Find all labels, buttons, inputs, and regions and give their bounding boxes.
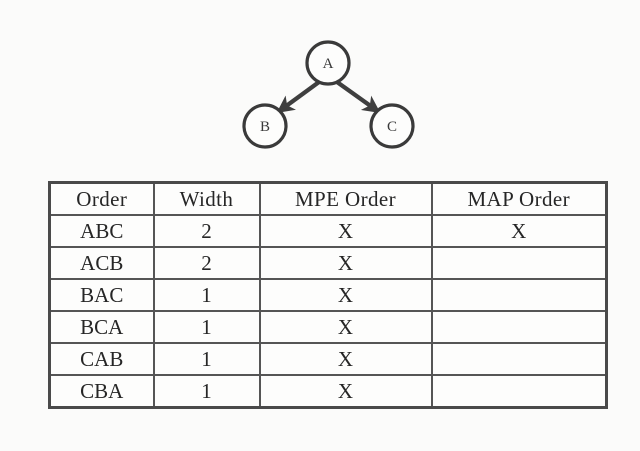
dag-node-a-circle	[305, 40, 351, 86]
cell-map-mark: X	[430, 214, 608, 248]
cell-map-mark	[430, 374, 608, 409]
cell-mpe-mark: X	[258, 214, 433, 248]
dag-figure: A B C	[225, 22, 425, 167]
table-header: Order Width MPE Order MAP Order	[48, 181, 608, 216]
dag-node-b-label: B	[260, 119, 270, 135]
cell-width: 2	[152, 246, 261, 280]
dag-node-c-circle	[369, 103, 415, 149]
dag-node-c[interactable]: C	[369, 103, 415, 149]
order-table-container: Order Width MPE Order MAP Order ABC 2 X …	[48, 181, 608, 409]
table-row: ABC 2 X X	[48, 214, 608, 248]
cell-width: 1	[152, 310, 261, 344]
dag-svg: A B C	[242, 40, 415, 149]
dag-node-b-circle	[242, 103, 288, 149]
table-row: CBA 1 X	[48, 374, 608, 409]
column-header-mpe: MPE Order	[258, 181, 433, 216]
table-row: CAB 1 X	[48, 342, 608, 376]
dag-node-b[interactable]: B	[242, 103, 288, 149]
cell-order: BAC	[48, 278, 155, 312]
dag-node-a[interactable]: A	[305, 40, 351, 86]
table-row: BAC 1 X	[48, 278, 608, 312]
edge-a-to-b	[276, 80, 321, 114]
elimination-order-table: Order Width MPE Order MAP Order ABC 2 X …	[48, 181, 608, 409]
cell-map-mark	[430, 310, 608, 344]
cell-order: CBA	[48, 374, 155, 409]
cell-width: 1	[152, 374, 261, 409]
cell-width: 1	[152, 342, 261, 376]
cell-mpe-mark: X	[258, 310, 433, 344]
column-header-map: MAP Order	[430, 181, 608, 216]
cell-mpe-mark: X	[258, 278, 433, 312]
cell-mpe-mark: X	[258, 342, 433, 376]
table-header-row: Order Width MPE Order MAP Order	[48, 181, 608, 216]
cell-map-mark	[430, 246, 608, 280]
cell-order: CAB	[48, 342, 155, 376]
cell-mpe-mark: X	[258, 246, 433, 280]
dag-node-a-label: A	[323, 56, 334, 72]
cell-width: 1	[152, 278, 261, 312]
cell-mpe-mark: X	[258, 374, 433, 409]
cell-order: ACB	[48, 246, 155, 280]
table-row: ACB 2 X	[48, 246, 608, 280]
cell-map-mark	[430, 342, 608, 376]
column-header-width: Width	[152, 181, 261, 216]
cell-order: BCA	[48, 310, 155, 344]
table-row: BCA 1 X	[48, 310, 608, 344]
cell-width: 2	[152, 214, 261, 248]
dag-node-c-label: C	[387, 119, 397, 135]
column-header-order: Order	[48, 181, 155, 216]
edge-a-to-c	[335, 80, 381, 114]
cell-map-mark	[430, 278, 608, 312]
table-body: ABC 2 X X ACB 2 X BAC 1 X	[48, 214, 608, 409]
cell-order: ABC	[48, 214, 155, 248]
